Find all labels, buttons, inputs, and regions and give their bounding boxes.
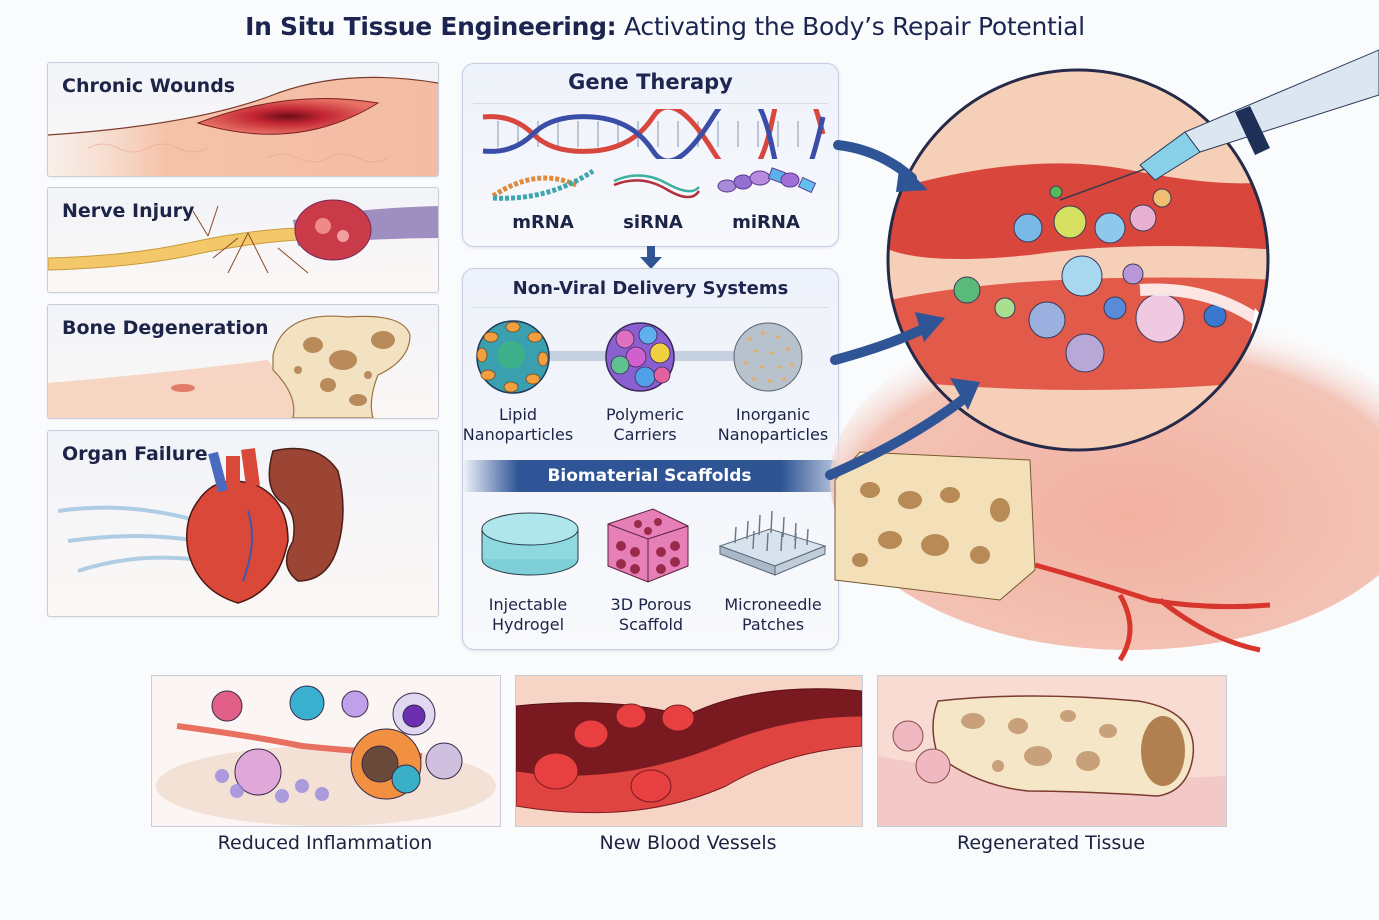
gene-item-mrna: mRNA bbox=[512, 212, 574, 233]
gene-item-sirna: siRNA bbox=[623, 212, 683, 233]
condition-panel-nerve-injury: Nerve Injury bbox=[47, 187, 439, 293]
syringe-icon bbox=[1059, 49, 1379, 201]
gene-item-mirna: miRNA bbox=[732, 212, 800, 233]
delivery-arrow bbox=[830, 323, 930, 365]
item-line1: Injectable bbox=[488, 595, 568, 614]
delivery-item-inorganic: Inorganic Nanoparticles bbox=[708, 405, 838, 445]
sirna-strand-icon bbox=[613, 174, 701, 199]
gene-therapy-title: Gene Therapy bbox=[568, 70, 733, 94]
condition-label: Nerve Injury bbox=[62, 200, 195, 222]
scaffolds-title: Biomaterial Scaffolds bbox=[547, 466, 752, 486]
scaffold-block-icon bbox=[834, 451, 1036, 601]
microneedle-patch-icon bbox=[718, 510, 827, 576]
item-line1: Lipid bbox=[498, 405, 538, 424]
blood-vessel-branches bbox=[1034, 562, 1271, 662]
condition-label: Bone Degeneration bbox=[62, 317, 269, 339]
title-bold: In Situ Tissue Engineering: bbox=[245, 12, 617, 41]
delivery-item-polymeric: Polymeric Carriers bbox=[585, 405, 705, 445]
scaffold-item-hydrogel: Injectable Hydrogel bbox=[468, 595, 588, 635]
dna-helix-icon bbox=[482, 109, 826, 159]
item-line1: Microneedle bbox=[724, 595, 822, 614]
mrna-strand-icon bbox=[491, 168, 595, 201]
item-line2: Hydrogel bbox=[491, 615, 565, 634]
down-arrow-icon bbox=[640, 246, 662, 269]
delivery-scaffold-box: Non-Viral Delivery Systems Lipid Nanopar… bbox=[462, 268, 839, 650]
item-line1: Inorganic bbox=[735, 405, 811, 424]
item-line2: Patches bbox=[741, 615, 805, 634]
regenerated-bone-icon bbox=[878, 676, 1226, 826]
item-line1: Polymeric bbox=[605, 405, 685, 424]
outcome-panel-regenerated bbox=[877, 675, 1227, 827]
condition-label: Organ Failure bbox=[62, 443, 208, 465]
lipid-nanoparticle-icon bbox=[476, 320, 550, 394]
item-line2: Nanoparticles bbox=[717, 425, 829, 444]
scaffold-item-porous: 3D Porous Scaffold bbox=[591, 595, 711, 635]
porous-cube-icon bbox=[607, 508, 689, 583]
hydrogel-disc-icon bbox=[481, 512, 579, 576]
gene-therapy-box: Gene Therapy mRNA siRNA miRNA bbox=[462, 63, 839, 247]
item-line2: Scaffold bbox=[618, 615, 684, 634]
skin-wound-icon bbox=[48, 76, 438, 176]
outcome-panel-blood-vessels bbox=[515, 675, 863, 827]
condition-panel-bone-degeneration: Bone Degeneration bbox=[47, 304, 439, 419]
condition-panel-chronic-wounds: Chronic Wounds bbox=[47, 62, 439, 177]
mirna-cluster-icon bbox=[717, 167, 817, 194]
delivery-item-lipid: Lipid Nanoparticles bbox=[458, 405, 578, 445]
item-line2: Nanoparticles bbox=[462, 425, 574, 444]
inorganic-nanoparticle-icon bbox=[733, 322, 803, 392]
outcome-label-inflammation: Reduced Inflammation bbox=[217, 832, 433, 854]
degenerated-bone-icon bbox=[48, 315, 411, 418]
condition-label: Chronic Wounds bbox=[62, 75, 236, 97]
title-regular: Activating the Body’s Repair Potential bbox=[616, 12, 1085, 41]
outcome-label-blood-vessels: New Blood Vessels bbox=[599, 832, 777, 854]
magnifier-circle bbox=[886, 68, 1270, 452]
blood-vessel-icon bbox=[516, 676, 862, 826]
page-title: In Situ Tissue Engineering: Activating t… bbox=[0, 12, 1330, 41]
tissue-injection-illustration bbox=[830, 49, 1379, 662]
delivery-title: Non-Viral Delivery Systems bbox=[512, 278, 789, 299]
scaffold-item-microneedle: Microneedle Patches bbox=[708, 595, 838, 635]
nerve-injury-icon bbox=[48, 199, 438, 274]
item-line2: Carriers bbox=[613, 425, 677, 444]
item-line1: 3D Porous bbox=[610, 595, 692, 614]
immune-cells-icon bbox=[156, 685, 496, 826]
outcome-panel-inflammation bbox=[151, 675, 501, 827]
polymeric-carrier-icon bbox=[605, 322, 675, 392]
scaffold-arrow bbox=[825, 393, 970, 480]
outcome-label-regenerated: Regenerated Tissue bbox=[956, 832, 1146, 854]
heart-kidney-icon bbox=[57, 447, 344, 604]
flow-arrows bbox=[825, 140, 980, 480]
condition-panel-organ-failure: Organ Failure bbox=[47, 430, 439, 617]
scaffolds-header-bar: Biomaterial Scaffolds bbox=[462, 460, 837, 492]
